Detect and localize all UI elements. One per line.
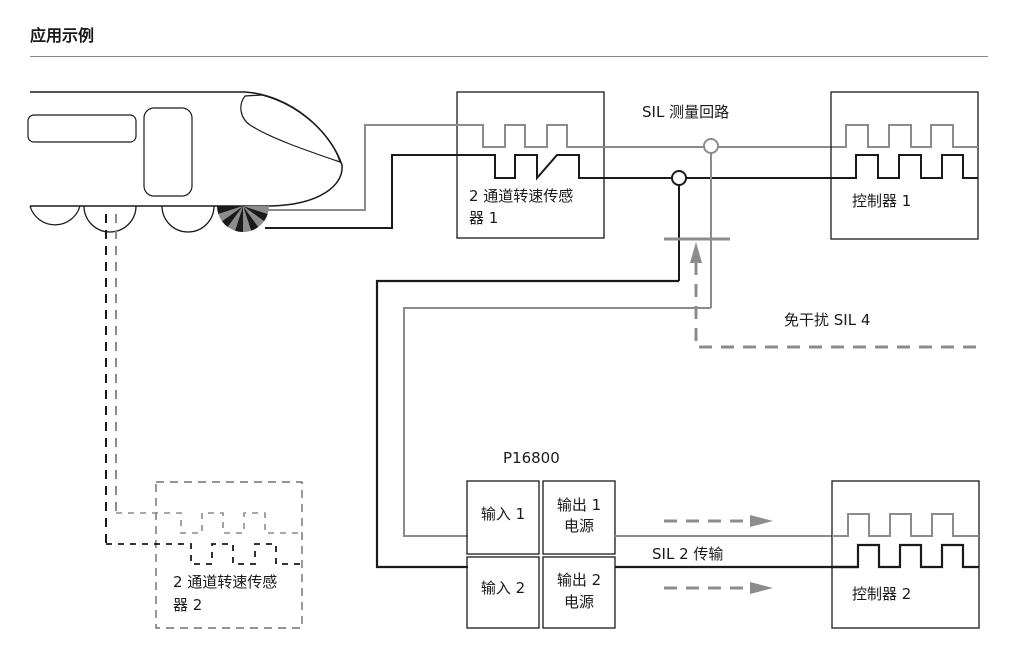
input1-label: 输入 1 <box>480 505 526 523</box>
sil-measure-loop-label: SIL 测量回路 <box>642 103 730 121</box>
cable-gray-train-to-sensor1 <box>265 124 458 211</box>
sensor-wheel-segment <box>243 206 252 233</box>
gray-junction-node <box>703 138 719 154</box>
sensor2-dashed-box <box>155 481 303 629</box>
controller2-label: 控制器 2 <box>852 585 912 603</box>
output1-label-line1: 输出 1 <box>556 496 602 514</box>
output2-arrow-right-icon <box>750 582 773 594</box>
output1-label-line2: 电源 <box>563 517 594 535</box>
p16800-output1-cell <box>542 480 616 555</box>
train-wheel-1 <box>29 205 81 226</box>
sensor1-label-line1: 2 通道转速传感 <box>469 187 574 205</box>
train-wheel-3 <box>161 205 215 233</box>
cable-black-train-to-sensor1 <box>265 154 458 229</box>
black-junction-node <box>671 170 687 186</box>
train-window-side <box>27 114 137 143</box>
train-wheel-2 <box>83 205 137 233</box>
sensor-wheel-segment <box>234 206 243 233</box>
sensor-wheel-segment <box>221 206 243 228</box>
p16800-output2-cell <box>542 556 616 629</box>
sensor-wheel-icon <box>217 206 269 233</box>
train-window-front <box>240 94 341 163</box>
isolation-arrow-up-icon <box>690 242 702 263</box>
sensor2-black-dashed-pulse <box>106 543 302 565</box>
sensor-wheel-segment <box>243 206 269 215</box>
interference-free-dashed-line <box>694 262 985 349</box>
train-door <box>143 107 193 197</box>
output1-arrow-right-icon <box>750 515 773 527</box>
device-model-label: P16800 <box>503 449 560 467</box>
sensor-wheel-segment <box>243 206 265 228</box>
controller2-box <box>831 480 980 629</box>
controller1-black-pulse-signal <box>832 154 978 179</box>
sensor1-gray-pulse-signal <box>440 124 832 148</box>
sensor1-box <box>456 91 605 239</box>
black-tap-to-p16800-input2 <box>375 279 679 569</box>
controller2-black-pulse-signal <box>832 543 979 569</box>
output2-label-line1: 输出 2 <box>556 571 602 589</box>
train-illustration <box>27 91 343 233</box>
input2-label: 输入 2 <box>480 579 526 597</box>
sensor-wheel-segment <box>243 206 259 231</box>
sensor-wheel-segment <box>227 206 243 231</box>
sensor-wheel-segment <box>217 206 243 215</box>
sensor1-label-line2: 器 1 <box>469 209 499 227</box>
controller1-box <box>830 91 979 240</box>
sil2-transmission-label: SIL 2 传输 <box>652 545 724 563</box>
sensor-wheel-segment <box>218 206 243 222</box>
page-title: 应用示例 <box>30 26 95 45</box>
p16800-input2-cell <box>466 556 540 629</box>
title-divider <box>30 56 988 57</box>
sensor2-label-line1: 2 通道转速传感 <box>173 573 278 591</box>
p16800-input1-cell <box>466 480 540 555</box>
output2-label-line2: 电源 <box>563 593 594 611</box>
sensor-wheel-segment <box>243 206 268 222</box>
sensor2-gray-dashed-pulse <box>116 512 302 534</box>
sensor1-black-pulse-signal <box>440 154 832 181</box>
controller2-gray-pulse-signal <box>832 513 979 537</box>
gray-tap-to-p16800-input1 <box>403 307 711 537</box>
interference-free-label: 免干扰 SIL 4 <box>784 311 871 329</box>
sensor2-label-line2: 器 2 <box>173 596 203 614</box>
controller1-gray-pulse-signal <box>832 124 978 148</box>
controller1-label: 控制器 1 <box>852 192 912 210</box>
p16800-device <box>466 480 616 629</box>
